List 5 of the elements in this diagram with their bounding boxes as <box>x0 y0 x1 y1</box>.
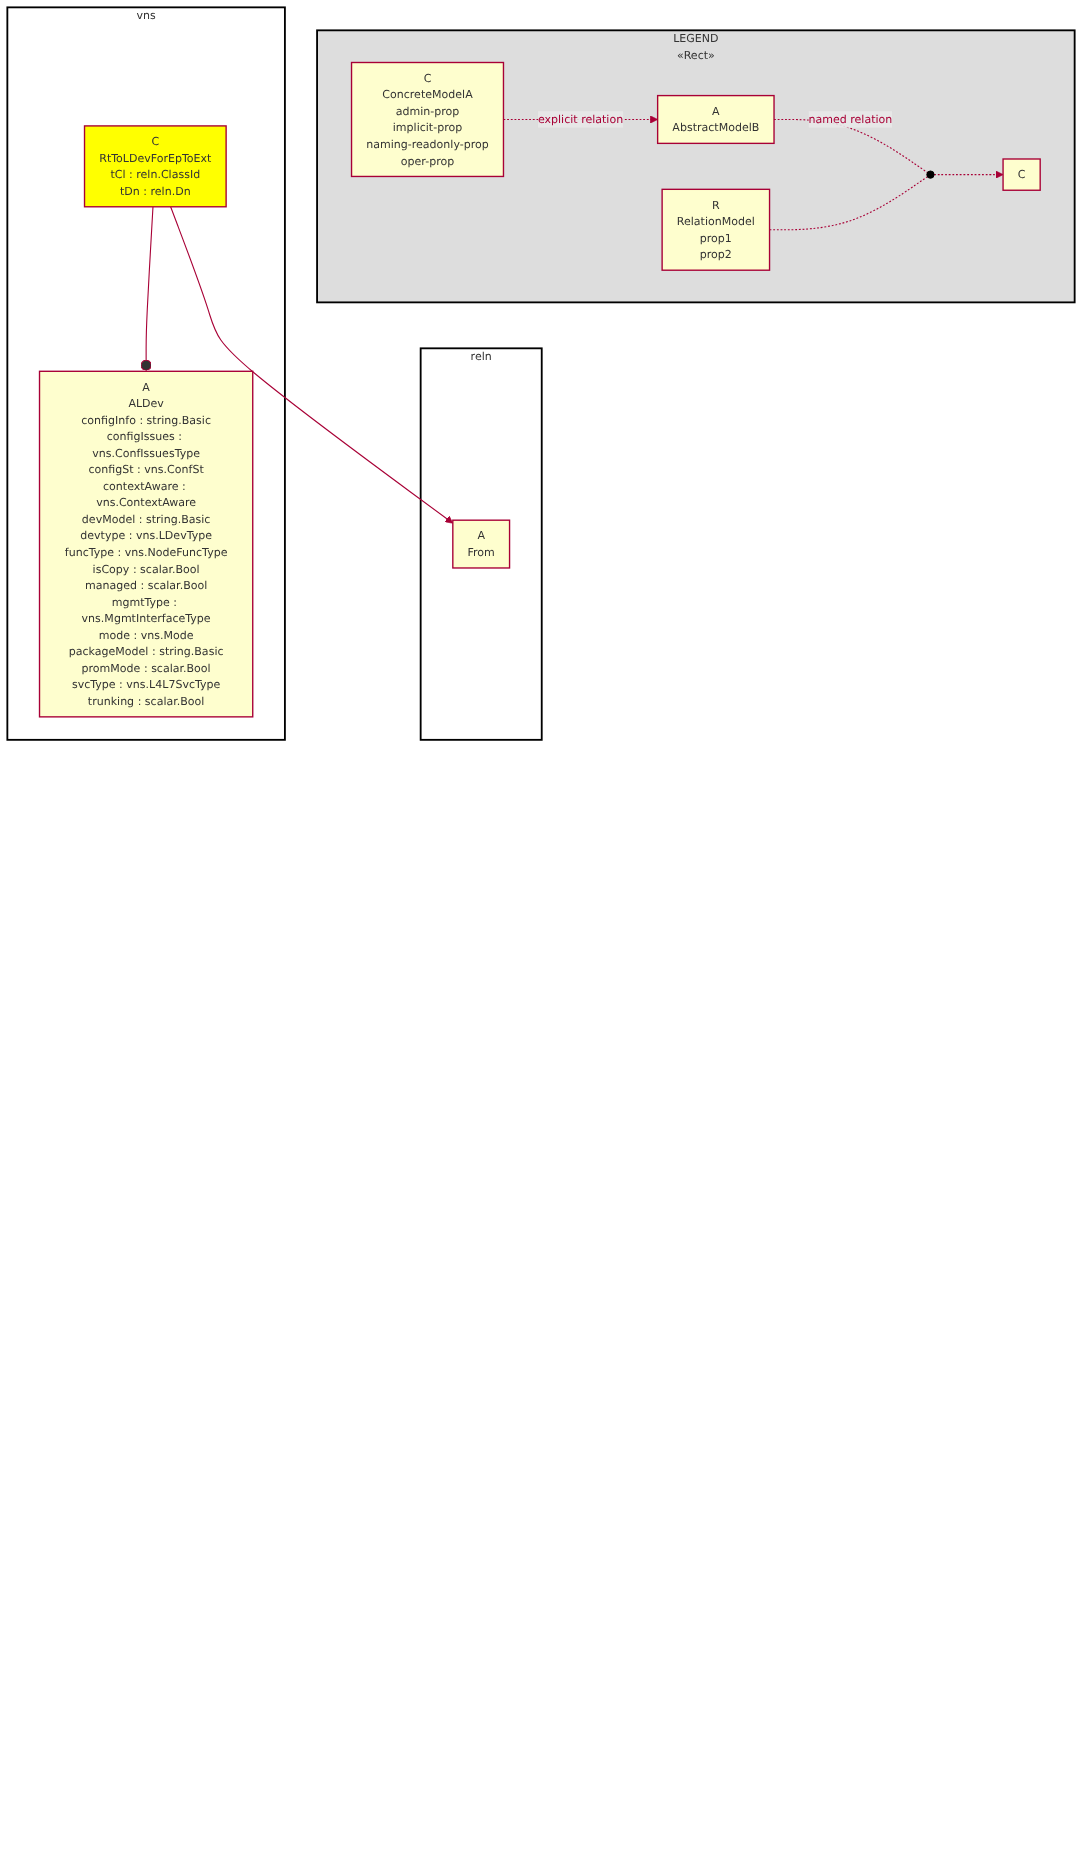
arrow <box>170 206 454 524</box>
connector <box>140 206 154 372</box>
arrow <box>933 170 1004 179</box>
node-circle <box>926 170 935 179</box>
connector <box>769 176 928 231</box>
